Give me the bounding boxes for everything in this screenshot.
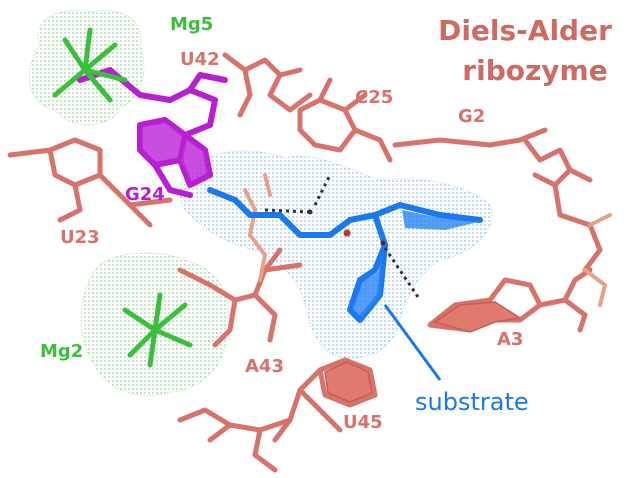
label-a3: A3	[497, 329, 523, 350]
label-g2: G2	[458, 106, 485, 127]
label-g24: G24	[125, 184, 165, 205]
substrate-pointer	[383, 304, 442, 381]
hydrogen-bonds	[264, 174, 422, 301]
rna-structure-light	[243, 173, 612, 307]
g24-base-fill	[142, 122, 208, 182]
substrate-surface	[179, 150, 493, 359]
rna-bases	[324, 301, 523, 403]
label-a43: A43	[245, 356, 284, 377]
mg5-ion	[52, 27, 128, 103]
label-mg5: Mg5	[170, 14, 213, 35]
label-mg2: Mg2	[40, 341, 83, 362]
title-line2: ribozyme	[462, 54, 607, 87]
atom-dark	[380, 240, 386, 246]
atom-red	[343, 229, 351, 237]
label-u23: U23	[60, 227, 100, 248]
label-u42: U42	[180, 49, 220, 70]
g24-nucleotide	[77, 67, 228, 198]
label-substrate: substrate	[415, 388, 529, 416]
title-line1: Diels-Alder	[438, 14, 612, 47]
label-c25: C25	[355, 87, 393, 108]
substrate-molecule	[207, 187, 483, 323]
substrate-fill	[352, 210, 478, 318]
label-u45: U45	[343, 412, 383, 433]
mg2-ion	[122, 292, 193, 368]
